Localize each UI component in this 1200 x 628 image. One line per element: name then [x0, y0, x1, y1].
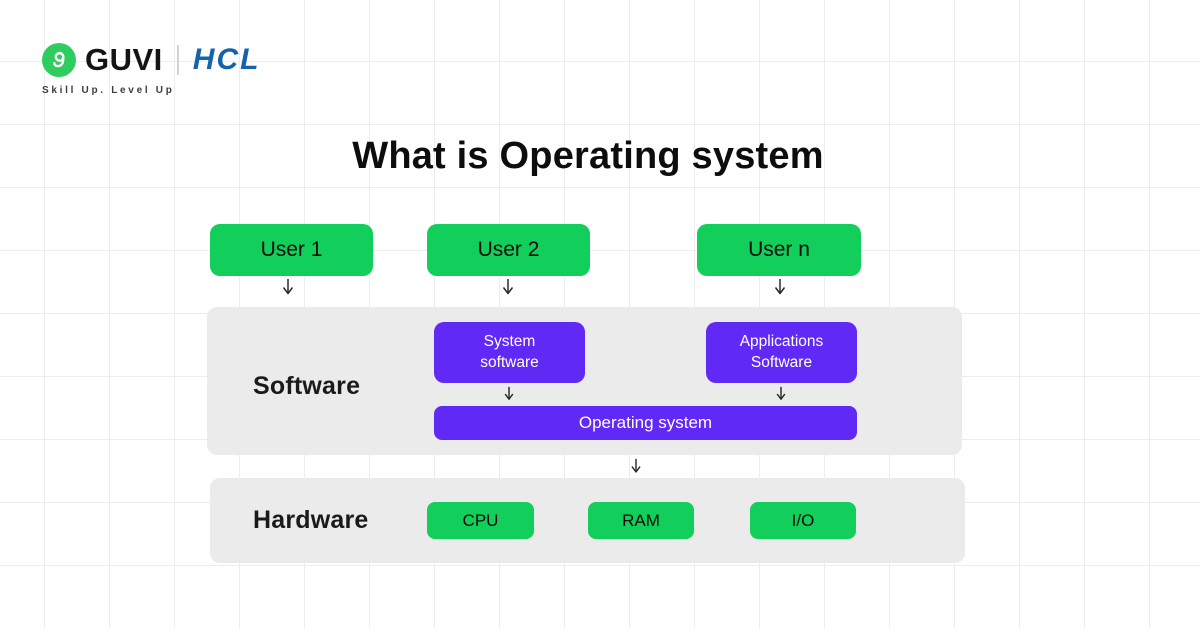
software-label: Software [253, 372, 361, 400]
down-arrow-icon [774, 279, 786, 295]
guvi-wordmark: GUVI [85, 42, 163, 77]
user-n-box: User n [697, 224, 861, 276]
user-2-box: User 2 [427, 224, 590, 276]
applications-software-box: Applications Software [706, 322, 857, 383]
page-title: What is Operating system [352, 135, 824, 177]
hardware-label: Hardware [253, 506, 369, 534]
brand-divider [176, 45, 179, 75]
guvi-logo-icon [42, 43, 76, 77]
user-1-label: User 1 [260, 238, 323, 261]
brand-block: GUVI HCL Skill Up. Level Up [42, 42, 260, 96]
user-2-label: User 2 [477, 238, 540, 261]
system-software-label: System software [480, 332, 539, 371]
down-arrow-icon [631, 458, 641, 473]
ram-label: RAM [622, 510, 660, 530]
down-arrow-icon [282, 279, 294, 295]
cpu-box: CPU [427, 502, 534, 539]
operating-system-label: Operating system [578, 413, 713, 432]
applications-software-label: Applications Software [739, 332, 824, 371]
g-mark-icon [53, 51, 65, 68]
user-n-label: User n [748, 238, 810, 261]
down-arrow-icon [776, 386, 786, 400]
software-panel: Software System software Applications So… [207, 307, 962, 455]
hcl-wordmark: HCL [192, 43, 261, 76]
cpu-label: CPU [462, 510, 499, 530]
hardware-panel: Hardware CPU RAM I/O [210, 478, 965, 563]
ram-box: RAM [588, 502, 694, 539]
system-software-box: System software [434, 322, 585, 383]
io-label: I/O [791, 510, 815, 530]
down-arrow-icon [504, 386, 514, 400]
user-1-box: User 1 [210, 224, 373, 276]
brand-row: GUVI HCL [42, 42, 260, 78]
io-box: I/O [750, 502, 856, 539]
operating-system-box: Operating system [434, 406, 857, 440]
brand-tagline: Skill Up. Level Up [42, 85, 175, 96]
down-arrow-icon [502, 279, 514, 295]
